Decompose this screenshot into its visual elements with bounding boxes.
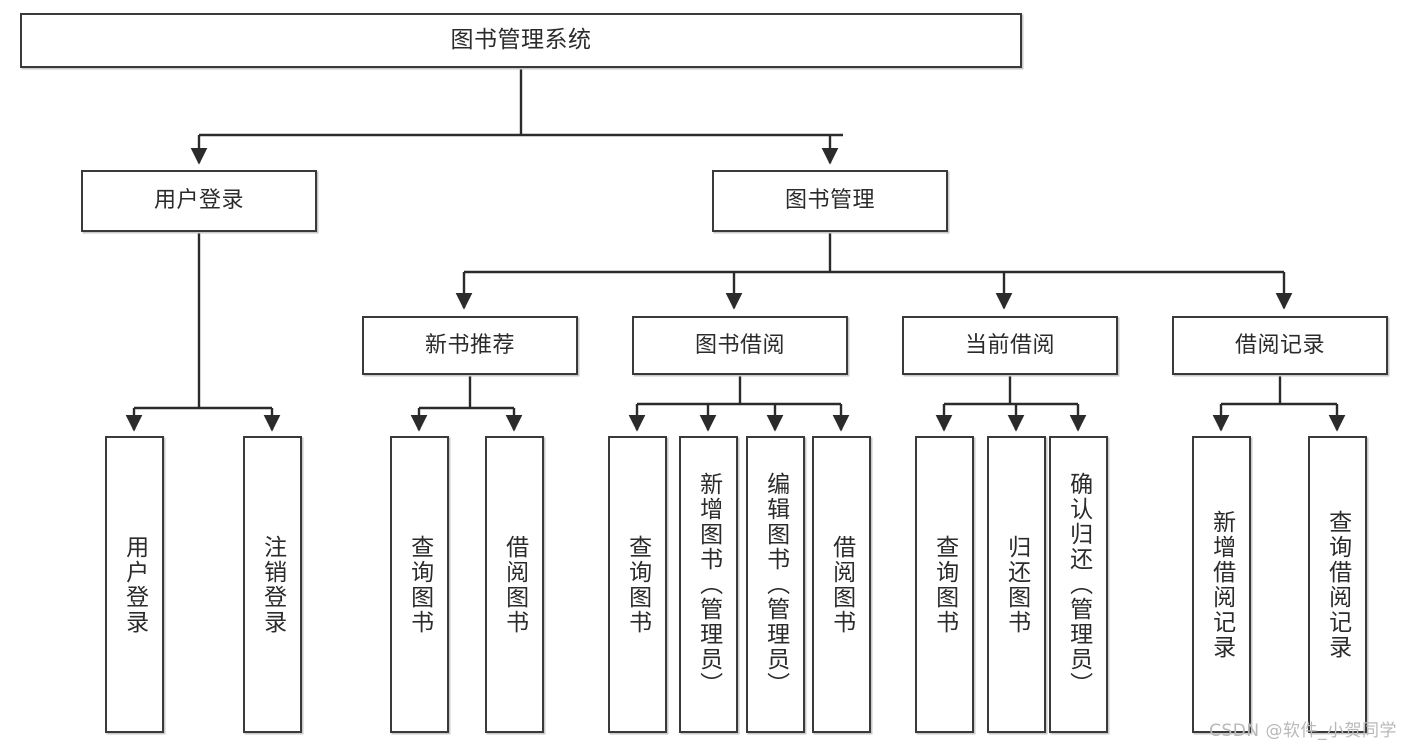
watermark: CSDN @软件_小贺同学: [1209, 721, 1397, 741]
node-label: 借阅记录: [1234, 332, 1325, 358]
node-label: 借阅图书: [828, 534, 855, 635]
node-label: 确认归还（管理员）: [1065, 472, 1092, 697]
leaf-current-confirm-return-admin[interactable]: 确认归还（管理员）: [1049, 436, 1108, 733]
node-label: 图书借阅: [694, 332, 785, 358]
node-label: 查询图书: [406, 534, 433, 635]
node-book-borrow[interactable]: 图书借阅: [632, 316, 848, 375]
node-label: 借阅图书: [501, 534, 528, 635]
node-label: 新增借阅记录: [1208, 509, 1235, 660]
node-current-borrow[interactable]: 当前借阅: [902, 316, 1118, 375]
leaf-recommend-query-book[interactable]: 查询图书: [390, 436, 449, 733]
leaf-borrow-borrow-book[interactable]: 借阅图书: [812, 436, 871, 733]
node-label: 注销登录: [259, 534, 286, 635]
leaf-current-query-book[interactable]: 查询图书: [915, 436, 974, 733]
node-label: 查询图书: [931, 534, 958, 635]
node-label: 当前借阅: [964, 332, 1055, 358]
node-user-login[interactable]: 用户登录: [81, 170, 317, 232]
leaf-current-return-book[interactable]: 归还图书: [987, 436, 1046, 733]
node-borrow-record[interactable]: 借阅记录: [1172, 316, 1388, 375]
node-root-system[interactable]: 图书管理系统: [20, 13, 1022, 68]
node-label: 归还图书: [1003, 534, 1030, 635]
node-label: 查询图书: [624, 534, 651, 635]
node-label: 图书管理系统: [450, 26, 592, 53]
node-label: 图书管理: [784, 188, 875, 214]
node-label: 新书推荐: [424, 332, 515, 358]
node-new-book-recommend[interactable]: 新书推荐: [362, 316, 578, 375]
leaf-borrow-edit-book-admin[interactable]: 编辑图书（管理员）: [746, 436, 805, 733]
leaf-record-add-record[interactable]: 新增借阅记录: [1192, 436, 1251, 733]
node-label: 编辑图书（管理员）: [762, 472, 789, 697]
leaf-recommend-borrow-book[interactable]: 借阅图书: [485, 436, 544, 733]
node-label: 用户登录: [121, 534, 148, 635]
node-book-management[interactable]: 图书管理: [712, 170, 948, 232]
leaf-user-login[interactable]: 用户登录: [105, 436, 164, 733]
node-label: 查询借阅记录: [1324, 509, 1351, 660]
leaf-borrow-query-book[interactable]: 查询图书: [608, 436, 667, 733]
leaf-logout[interactable]: 注销登录: [243, 436, 302, 733]
node-label: 用户登录: [153, 188, 244, 214]
leaf-record-query-record[interactable]: 查询借阅记录: [1308, 436, 1367, 733]
node-label: 新增图书（管理员）: [695, 472, 722, 697]
leaf-borrow-add-book-admin[interactable]: 新增图书（管理员）: [679, 436, 738, 733]
